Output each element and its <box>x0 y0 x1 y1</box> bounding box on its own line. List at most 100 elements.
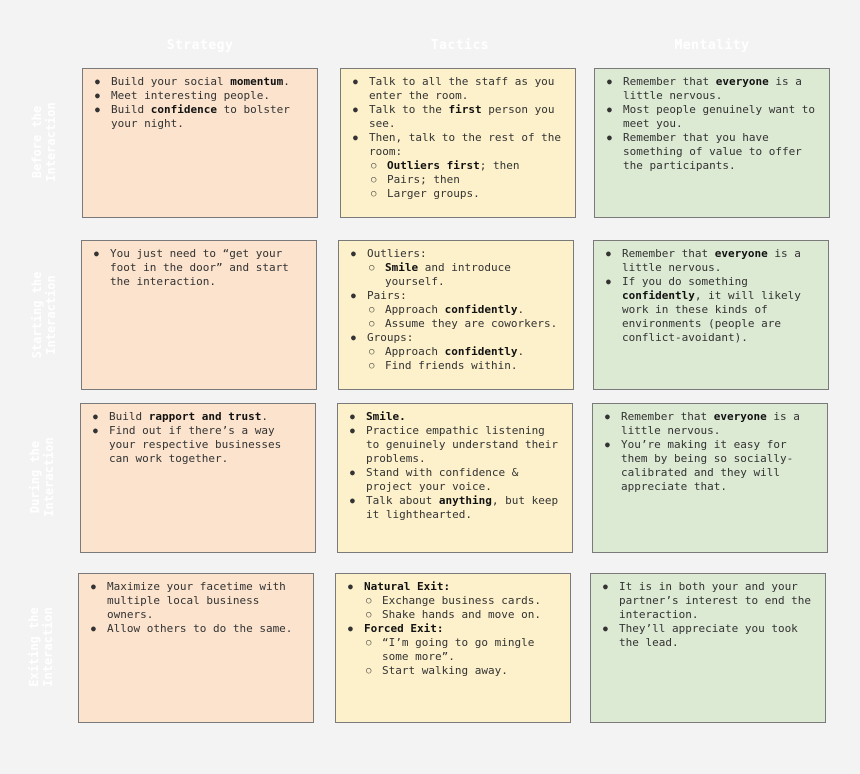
sub-bullet-list: “I’m going to go mingle some more”.Start… <box>364 636 562 678</box>
bullet-item: They’ll appreciate you took the lead. <box>603 622 817 650</box>
bold-text: confidence <box>150 103 217 116</box>
sub-bullet-item: Assume they are coworkers. <box>369 317 565 331</box>
text: Meet interesting people. <box>111 89 270 102</box>
bullet-list: Smile.Practice empathic listening to gen… <box>344 410 564 522</box>
text: is a little nervous. <box>622 247 801 274</box>
text: , but keep it lighthearted. <box>366 494 559 521</box>
text: Start walking away. <box>382 664 508 677</box>
row-label-line1: Before the <box>30 105 44 179</box>
row-label-line2: Interaction <box>44 275 58 355</box>
bullet-list: Outliers:Smile and introduce yourself.Pa… <box>345 247 565 373</box>
text: Talk about <box>366 494 439 507</box>
bullet-item: Remember that everyone is a little nervo… <box>607 75 821 103</box>
text: Shake hands and move on. <box>382 608 541 621</box>
bold-text: everyone <box>714 247 768 260</box>
bold-text: Smile. <box>366 410 406 423</box>
bullet-item: Build confidence to bolster your night. <box>95 103 309 131</box>
sub-bullet-item: Outliers first; then <box>371 159 567 173</box>
sub-bullet-list: Approach confidently.Find friends within… <box>367 345 565 373</box>
row-label-starting: Starting the Interaction <box>30 240 60 390</box>
bullet-item: Natural Exit:Exchange business cards.Sha… <box>348 580 562 622</box>
bullet-item: Talk about anything, but keep it lighthe… <box>350 494 564 522</box>
sub-bullet-item: Larger groups. <box>371 187 567 201</box>
text: If you do something <box>622 275 748 288</box>
text: Remember that <box>623 75 716 88</box>
bullet-item: Talk to all the staff as you enter the r… <box>353 75 567 103</box>
card-before-strategy: Build your social momentum.Meet interest… <box>82 68 318 218</box>
bullet-item: Outliers:Smile and introduce yourself. <box>351 247 565 289</box>
card-starting-tactics: Outliers:Smile and introduce yourself.Pa… <box>338 240 574 390</box>
text: Stand with confidence & project your voi… <box>366 466 519 493</box>
bullet-item: If you do something confidently, it will… <box>606 275 820 345</box>
bullet-item: Find out if there’s a way your respectiv… <box>93 424 307 466</box>
text: Build <box>111 103 151 116</box>
text: Approach <box>385 303 445 316</box>
row-label-line1: Starting the <box>30 271 44 359</box>
text: Approach <box>385 345 445 358</box>
sub-bullet-list: Approach confidently.Assume they are cow… <box>367 303 565 331</box>
text: “I’m going to go mingle some more”. <box>382 636 535 663</box>
text: Allow others to do the same. <box>107 622 293 635</box>
text: . <box>283 75 290 88</box>
bold-text: confidently <box>622 289 695 302</box>
text: Pairs; then <box>387 173 460 186</box>
card-during-strategy: Build rapport and trust.Find out if ther… <box>80 403 316 553</box>
bold-text: Smile <box>385 261 419 274</box>
card-exiting-tactics: Natural Exit:Exchange business cards.Sha… <box>335 573 571 723</box>
text: Outliers: <box>367 247 427 260</box>
text: Then, talk to the rest of the room: <box>369 131 562 158</box>
text: . <box>517 303 525 316</box>
text: Remember that you have something of valu… <box>623 131 802 172</box>
bold-text: Forced Exit: <box>364 622 444 635</box>
text: Find friends within. <box>385 359 518 372</box>
text: Talk to the <box>369 103 449 116</box>
text: is a little nervous. <box>621 410 800 437</box>
bullet-item: Allow others to do the same. <box>91 622 305 636</box>
row-label-line2: Interaction <box>44 102 58 182</box>
row-label-line1: Exiting the <box>27 607 41 687</box>
row-label-exiting: Exiting the Interaction <box>27 572 57 722</box>
text: Talk to all the staff as you enter the r… <box>369 75 555 102</box>
sub-bullet-item: Approach confidently. <box>369 345 565 359</box>
sub-bullet-list: Smile and introduce yourself. <box>367 261 565 289</box>
bullet-item: Stand with confidence & project your voi… <box>350 466 564 494</box>
bullet-list: Maximize your facetime with multiple loc… <box>85 580 305 636</box>
bold-text: anything <box>438 494 492 507</box>
card-before-mentality: Remember that everyone is a little nervo… <box>594 68 830 218</box>
bold-text: rapport and trust <box>148 410 262 423</box>
bullet-item: Forced Exit:“I’m going to go mingle some… <box>348 622 562 678</box>
bullet-item: Most people genuinely want to meet you. <box>607 103 821 131</box>
text: . <box>517 345 525 358</box>
card-before-tactics: Talk to all the staff as you enter the r… <box>340 68 576 218</box>
bullet-item: It is in both your and your partner’s in… <box>603 580 817 622</box>
bold-text: everyone <box>715 75 769 88</box>
text: Assume they are coworkers. <box>385 317 558 330</box>
card-during-tactics: Smile.Practice empathic listening to gen… <box>337 403 573 553</box>
bullet-item: Practice empathic listening to genuinely… <box>350 424 564 466</box>
bullet-list: It is in both your and your partner’s in… <box>597 580 817 650</box>
text: Groups: <box>367 331 414 344</box>
bullet-list: Build rapport and trust.Find out if ther… <box>87 410 307 466</box>
card-exiting-strategy: Maximize your facetime with multiple loc… <box>78 573 314 723</box>
text: Remember that <box>621 410 714 423</box>
sub-bullet-item: Approach confidently. <box>369 303 565 317</box>
text: Build <box>109 410 149 423</box>
sub-bullet-item: Smile and introduce yourself. <box>369 261 565 289</box>
text: person you see. <box>369 103 555 130</box>
column-header-strategy: Strategy <box>166 38 234 53</box>
text: Exchange business cards. <box>382 594 541 607</box>
sub-bullet-item: Exchange business cards. <box>366 594 562 608</box>
row-label-during: During the Interaction <box>28 402 58 552</box>
sub-bullet-list: Outliers first; thenPairs; thenLarger gr… <box>369 159 567 201</box>
text: Remember that <box>622 247 715 260</box>
sub-bullet-item: Shake hands and move on. <box>366 608 562 622</box>
sub-bullet-item: Start walking away. <box>366 664 562 678</box>
card-starting-mentality: Remember that everyone is a little nervo… <box>593 240 829 390</box>
text: They’ll appreciate you took the lead. <box>619 622 798 649</box>
bullet-list: Build your social momentum.Meet interest… <box>89 75 309 131</box>
text: Find out if there’s a way your respectiv… <box>109 424 282 465</box>
bullet-item: Remember that you have something of valu… <box>607 131 821 173</box>
bullet-item: Talk to the first person you see. <box>353 103 567 131</box>
text: to bolster your night. <box>111 103 290 130</box>
text: It is in both your and your partner’s in… <box>619 580 812 621</box>
